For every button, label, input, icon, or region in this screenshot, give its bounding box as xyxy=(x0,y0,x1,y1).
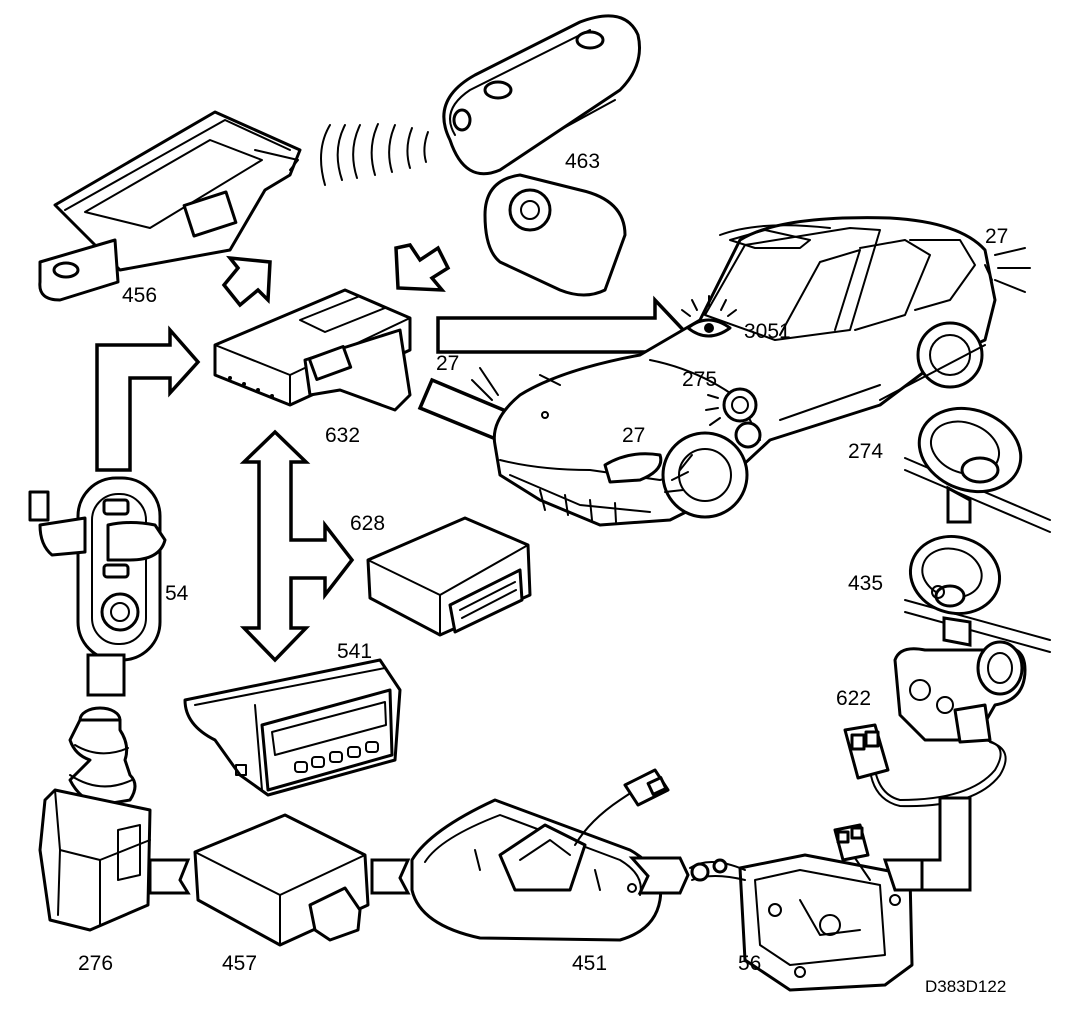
electronic-module-628-icon xyxy=(366,516,532,637)
label-27-rear: 27 xyxy=(985,225,1008,248)
control-module-456-icon xyxy=(38,110,302,302)
horn-275-icon xyxy=(705,387,762,449)
label-541: 541 xyxy=(337,640,372,663)
label-622: 622 xyxy=(836,687,871,710)
label-435: 435 xyxy=(848,572,883,595)
drawing-code: D383D122 xyxy=(925,977,1006,996)
arrow-456-to-632-icon xyxy=(221,255,272,308)
label-27-left: 27 xyxy=(436,352,459,375)
block-274-to-435-icon xyxy=(946,485,972,524)
lock-cylinder-435-icon xyxy=(904,534,1051,653)
block-451-to-56-icon xyxy=(628,856,690,895)
control-box-457-icon xyxy=(193,813,370,947)
car-icon xyxy=(471,216,1031,527)
label-456: 456 xyxy=(122,284,157,307)
label-27-front: 27 xyxy=(622,424,645,447)
label-463: 463 xyxy=(565,150,600,173)
block-54-to-276-icon xyxy=(86,653,126,697)
display-panel-541-icon xyxy=(183,658,402,797)
label-56: 56 xyxy=(738,952,761,975)
arrow-632-541-628-icon xyxy=(239,429,355,663)
arrow-463-to-632-icon xyxy=(394,243,451,292)
block-276-to-457-icon xyxy=(148,858,191,895)
block-457-to-451-icon xyxy=(370,858,411,895)
label-275: 275 xyxy=(682,368,717,391)
bonnet-lock-56-icon xyxy=(689,823,914,992)
label-628: 628 xyxy=(350,512,385,535)
arrow-54-to-632-icon xyxy=(95,325,201,472)
ignition-switch-54-icon xyxy=(28,476,167,662)
door-lock-cylinder-274-icon xyxy=(904,406,1051,533)
remote-key-fob-463-icon xyxy=(320,14,641,297)
label-632: 632 xyxy=(325,424,360,447)
arrow-622-to-56-icon xyxy=(882,796,972,892)
alarm-led-eye-icon xyxy=(681,295,737,338)
block-435-to-622-icon xyxy=(942,616,972,647)
lock-motor-622-icon xyxy=(843,640,1027,808)
label-451: 451 xyxy=(572,952,607,975)
central-control-unit-632-icon xyxy=(213,288,412,412)
label-54: 54 xyxy=(165,582,189,605)
interior-light-451-icon xyxy=(410,768,670,942)
gear-lever-lock-276-icon xyxy=(38,706,152,932)
label-457: 457 xyxy=(222,952,257,975)
label-276: 276 xyxy=(78,952,113,975)
label-3051: 3051 xyxy=(744,320,791,343)
label-274: 274 xyxy=(848,440,883,463)
